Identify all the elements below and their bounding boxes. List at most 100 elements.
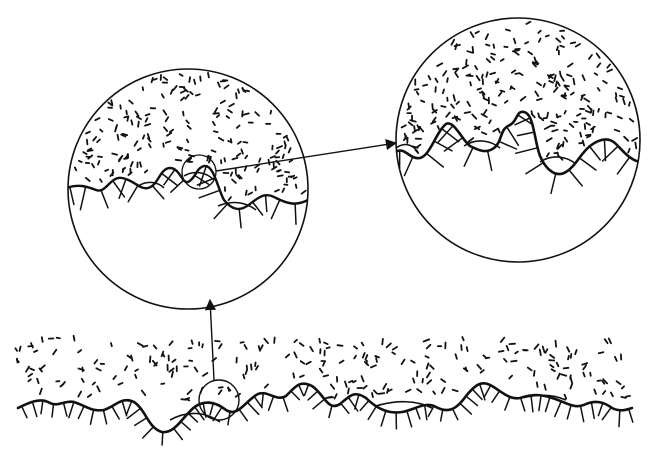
hatch-mark <box>521 398 525 411</box>
particle-dot <box>200 76 201 80</box>
particle-dot <box>189 77 190 82</box>
particle-dot <box>587 136 590 138</box>
particle-dot <box>550 365 553 367</box>
hatch-mark <box>143 427 154 438</box>
particle-dot <box>406 390 411 392</box>
particle-dot <box>563 142 564 147</box>
particle-dot <box>528 52 532 55</box>
hatch-mark <box>381 411 386 426</box>
particle-dot <box>526 22 530 24</box>
particle-dot <box>540 118 543 121</box>
particle-dot <box>186 121 189 124</box>
particle-dot <box>228 110 232 113</box>
hatch-mark <box>52 404 54 417</box>
particle-dot <box>504 359 507 362</box>
particle-dot <box>362 343 364 346</box>
hatch-mark <box>266 195 267 211</box>
particle-dot <box>543 347 545 353</box>
hatch-mark <box>466 396 478 406</box>
particle-dot <box>537 99 542 100</box>
hatch-mark <box>162 173 177 185</box>
hatch-mark <box>127 401 132 415</box>
particle-dot <box>324 343 328 345</box>
particle-dot <box>511 361 516 362</box>
hatch-mark <box>295 204 296 225</box>
particle-dot <box>78 392 81 397</box>
particle-dot <box>452 40 455 45</box>
particle-dot <box>246 91 249 92</box>
particle-dot <box>486 358 490 359</box>
particle-dot <box>282 189 284 193</box>
particle-dot <box>245 156 247 159</box>
particle-dot <box>145 170 148 172</box>
hatch-mark <box>460 403 471 414</box>
particle-dot <box>221 81 226 82</box>
particle-dot <box>163 143 164 146</box>
hatch-mark <box>416 408 420 419</box>
particle-dot <box>111 100 112 104</box>
hatch-mark <box>247 402 258 414</box>
particle-dot <box>276 151 279 154</box>
particle-dot <box>607 70 612 72</box>
particle-dot <box>57 338 60 339</box>
particle-dot <box>573 79 574 85</box>
particle-dot <box>293 373 294 377</box>
particle-dot <box>387 343 391 347</box>
particle-dot <box>506 30 510 31</box>
particle-dot <box>371 365 376 367</box>
particle-dot <box>214 131 218 132</box>
particle-dot <box>435 79 437 83</box>
hatch-mark <box>174 428 183 439</box>
hatch-mark <box>305 385 309 396</box>
particle-dot <box>228 388 229 391</box>
particle-dot <box>557 374 559 379</box>
particle-dot <box>582 363 587 365</box>
hatch-mark <box>526 163 544 174</box>
particle-dot <box>409 122 413 125</box>
particle-dot <box>75 167 77 170</box>
particle-dot <box>163 110 166 114</box>
particle-dot <box>603 81 607 83</box>
hatch-mark <box>128 185 138 201</box>
particle-dot <box>417 389 421 392</box>
particle-dot <box>462 337 463 340</box>
particle-dot <box>219 387 223 388</box>
particle-dot <box>430 365 434 369</box>
particle-dot <box>154 345 157 348</box>
particle-dot <box>152 78 153 82</box>
particle-dot <box>28 379 30 381</box>
particle-dot <box>556 341 557 347</box>
particle-dot <box>593 127 594 132</box>
particle-dot <box>499 92 502 95</box>
particle-dot <box>243 88 244 91</box>
particle-dot <box>237 126 240 128</box>
particle-dot <box>549 81 553 83</box>
particle-dot <box>568 356 569 359</box>
particle-dot <box>364 386 367 389</box>
particle-dot <box>181 91 186 93</box>
hatch-mark <box>499 141 516 149</box>
particle-dot <box>219 390 222 394</box>
particle-dot <box>447 78 448 82</box>
particle-dot <box>176 160 182 161</box>
particle-dot <box>461 345 462 350</box>
particle-dot <box>241 342 244 343</box>
hatch-mark <box>188 413 198 422</box>
particle-dot <box>203 373 208 376</box>
particle-dot <box>514 39 516 44</box>
particle-dot <box>319 339 320 343</box>
particle-dot <box>232 158 237 160</box>
particle-dot <box>190 92 193 94</box>
particle-dot <box>82 379 84 382</box>
particle-dot <box>271 111 272 114</box>
hatch-mark <box>122 401 127 416</box>
particle-dot <box>598 109 599 112</box>
particle-dot <box>515 73 520 74</box>
particle-dot <box>185 150 188 151</box>
hatch-mark <box>64 403 67 416</box>
particle-dot <box>283 155 284 159</box>
particle-dot <box>402 360 405 365</box>
particle-dot <box>300 343 304 346</box>
particle-dot <box>238 142 241 144</box>
particle-dot <box>560 46 564 47</box>
